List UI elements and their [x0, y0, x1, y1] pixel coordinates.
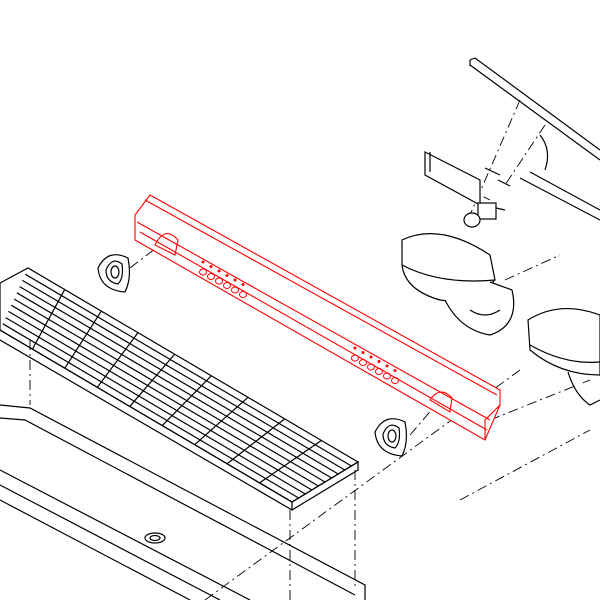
knob-left — [97, 254, 131, 293]
indicator-ring — [223, 282, 231, 289]
indicator-dot — [209, 265, 213, 268]
indicator-dot — [361, 351, 365, 354]
indicator-dot — [217, 269, 221, 273]
grate-rail — [13, 298, 326, 483]
indicator-dot — [225, 274, 229, 277]
indicator-dot — [393, 369, 397, 372]
indicator-ring — [391, 377, 399, 384]
cup-lower — [527, 307, 600, 406]
grate-rail — [10, 304, 319, 487]
grate-rail — [16, 292, 332, 479]
indicator-dot — [241, 283, 245, 286]
indicator-dot — [377, 360, 381, 363]
grate-rail — [19, 286, 339, 475]
grate — [0, 267, 360, 512]
grate-cross-bar — [161, 375, 212, 426]
indicator-ring — [359, 359, 367, 366]
grate-cross-bar — [129, 353, 176, 407]
drip-tray — [0, 404, 366, 600]
grate-cross-bar — [194, 396, 249, 446]
indicator-ring — [367, 363, 375, 371]
side-panel-bar — [134, 194, 501, 441]
grate-rail — [5, 317, 306, 495]
indicator-dot — [233, 278, 237, 282]
indicator-ring — [351, 354, 359, 362]
knob-right — [374, 418, 408, 457]
indicator-ring — [207, 273, 215, 280]
indicator-dot — [353, 346, 357, 350]
indicator-dot — [385, 364, 389, 368]
grate-cross-bar — [64, 310, 102, 369]
indicator-ring — [375, 368, 383, 375]
grate-cross-bar — [226, 418, 286, 465]
indicator-dot — [369, 355, 373, 359]
bracket — [424, 57, 600, 221]
grate-rail — [24, 273, 352, 467]
switch — [463, 202, 506, 228]
grate-rail — [22, 279, 346, 471]
indicator-ring — [383, 372, 391, 380]
grate-rail — [8, 310, 313, 491]
indicator-ring — [215, 277, 223, 285]
grate-cross-bar — [259, 439, 322, 484]
grate-rail — [2, 323, 299, 499]
cup-upper — [401, 233, 515, 336]
indicator-ring — [239, 291, 247, 298]
grate-cross-bar — [96, 332, 139, 388]
indicator-ring — [231, 286, 239, 294]
indicator-dot — [201, 260, 205, 264]
indicator-ring — [199, 268, 207, 276]
grate-cross-bar — [31, 289, 66, 350]
